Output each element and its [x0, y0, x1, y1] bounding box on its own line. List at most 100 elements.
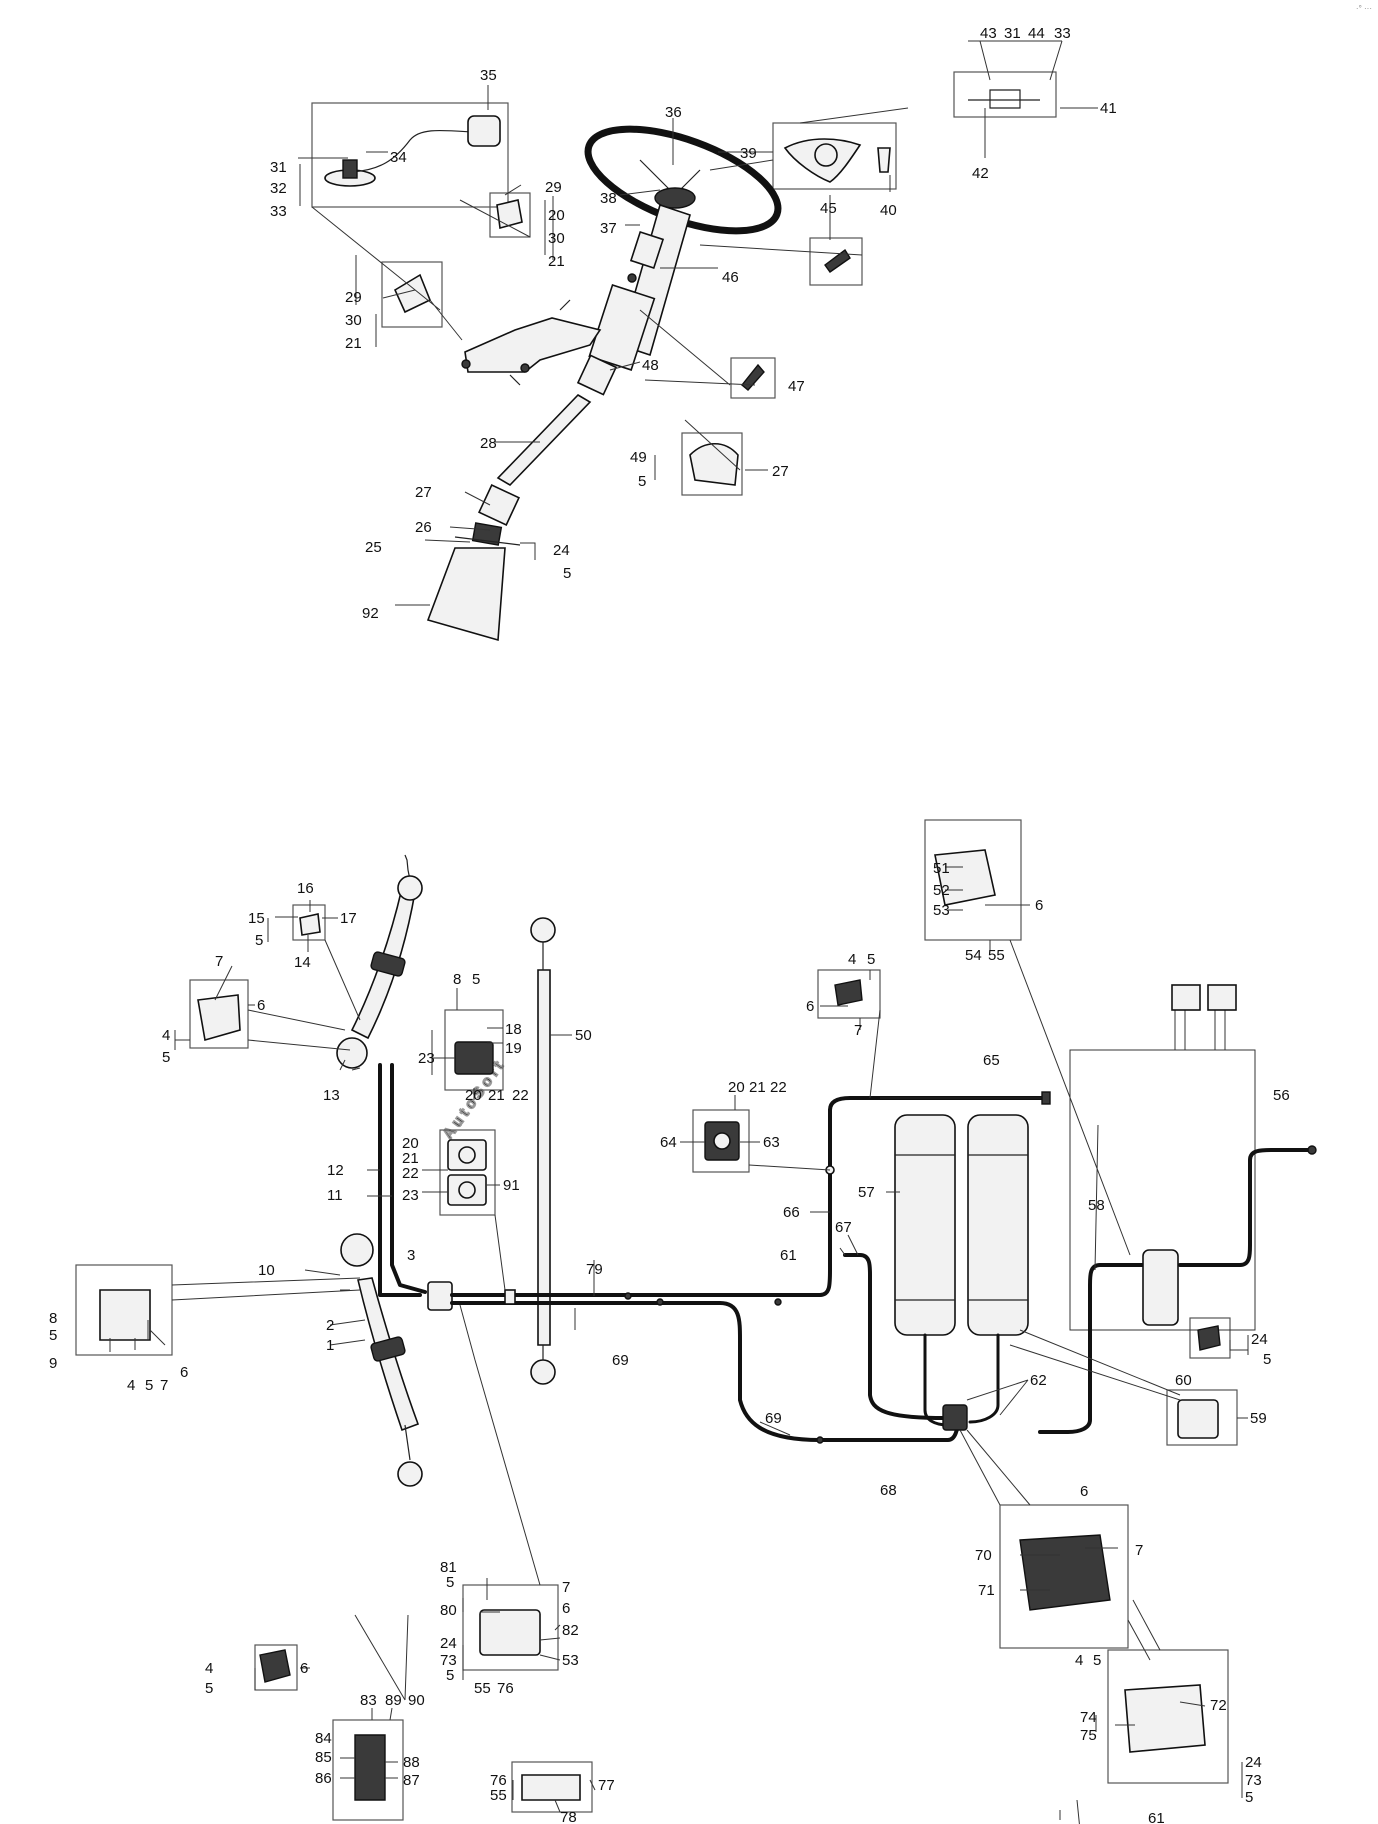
label: 1 — [326, 1337, 334, 1354]
detail-box-6-mid — [817, 969, 881, 1019]
detail-box-83 — [332, 1719, 404, 1821]
label: 7 — [562, 1579, 570, 1596]
label: 3 — [407, 1247, 415, 1264]
label: 37 — [600, 220, 617, 237]
corner-mark: ·° ··· — [1355, 4, 1372, 13]
label: 52 — [933, 882, 950, 899]
label: 4 — [127, 1377, 135, 1394]
label: 77 — [598, 1777, 615, 1794]
filter-housing — [1142, 1249, 1179, 1326]
tank-cap-right — [1207, 984, 1237, 1011]
cylinder-end-lower — [340, 1233, 374, 1267]
lever-knob — [467, 115, 501, 147]
label: 84 — [315, 1730, 332, 1747]
label: 34 — [390, 149, 407, 166]
label: 70 — [975, 1547, 992, 1564]
label: 5 — [563, 565, 571, 582]
label: 61 — [780, 1247, 797, 1264]
detail-box-8-left — [75, 1264, 173, 1356]
label: 69 — [612, 1352, 629, 1369]
detail-box-49 — [681, 432, 743, 496]
label: 65 — [983, 1052, 1000, 1069]
label: 55 — [474, 1680, 491, 1697]
label: 4 — [848, 951, 856, 968]
label: 33 — [1054, 25, 1071, 42]
fitting-24-right — [1197, 1325, 1221, 1351]
pipe-79-joint — [504, 1289, 516, 1305]
label: 61 — [1148, 1810, 1165, 1824]
label: 15 — [248, 910, 265, 927]
label: 5 — [472, 971, 480, 988]
label: 53 — [562, 1652, 579, 1669]
label: 79 — [586, 1261, 603, 1278]
intermediate-shaft — [496, 393, 592, 487]
bracket-lever — [509, 299, 571, 386]
label: 64 — [660, 1134, 677, 1151]
detail-box-41 — [953, 71, 1057, 118]
label: 21 — [402, 1150, 419, 1167]
label: 41 — [1100, 100, 1117, 117]
label: 8 — [49, 1310, 57, 1327]
label: 20 — [402, 1135, 419, 1152]
label: 73 — [440, 1652, 457, 1669]
label: 78 — [560, 1809, 577, 1824]
bracket-brace-upper — [299, 164, 656, 480]
joint-cover-49 — [689, 442, 739, 486]
label: 13 — [323, 1087, 340, 1104]
label: 5 — [638, 473, 646, 490]
horn-contact — [968, 89, 1040, 109]
label: 24 — [1251, 1331, 1268, 1348]
label: 80 — [440, 1602, 457, 1619]
valve-block — [942, 1404, 968, 1431]
label: 33 — [270, 203, 287, 220]
label: 21 — [749, 1079, 766, 1096]
flange-plate — [454, 536, 521, 546]
pipe-clip-4 — [816, 1436, 824, 1444]
label: 91 — [503, 1177, 520, 1194]
pipe-69 — [450, 1301, 960, 1442]
cylinder-rod-lower — [404, 1424, 411, 1461]
label: 90 — [408, 1692, 425, 1709]
label: 40 — [880, 202, 897, 219]
label: 69 — [765, 1410, 782, 1427]
universal-joint-lower — [478, 484, 520, 526]
label: 24 — [1245, 1754, 1262, 1771]
lever-arm — [351, 129, 473, 173]
block-81 — [479, 1609, 541, 1656]
label: 6 — [1080, 1483, 1088, 1500]
label: 21 — [548, 253, 565, 270]
valve-body-77 — [521, 1774, 581, 1801]
label: 36 — [665, 104, 682, 121]
detail-box-16 — [292, 904, 326, 941]
upper-labels: 43 31 44 33 35 36 41 39 40 42 31 32 33 3… — [270, 25, 1117, 622]
lower-leader-lines — [109, 866, 1248, 1813]
label: 20 — [728, 1079, 745, 1096]
fitting-16 — [299, 913, 321, 936]
label: 21 — [345, 335, 362, 352]
label: 76 — [497, 1680, 514, 1697]
label: 5 — [1245, 1789, 1253, 1806]
cartridge-60 — [1177, 1399, 1219, 1439]
pipe-56-end — [1307, 1145, 1317, 1155]
bracket-bolt-2 — [520, 363, 530, 373]
label: 28 — [480, 435, 497, 452]
lever-clip — [342, 159, 358, 179]
label: 85 — [315, 1749, 332, 1766]
fitting-6-mid — [834, 979, 863, 1006]
block-91-b-port — [458, 1181, 476, 1199]
label: 75 — [1080, 1727, 1097, 1744]
label: 50 — [575, 1027, 592, 1044]
pipe-clip-2 — [656, 1298, 664, 1306]
steering-hub — [654, 187, 696, 209]
label: 7 — [1135, 1542, 1143, 1559]
label: 20 — [548, 207, 565, 224]
label: 62 — [1030, 1372, 1047, 1389]
valve-assembly-72 — [1124, 1684, 1206, 1753]
valve-body-8 — [99, 1289, 151, 1341]
label: 5 — [49, 1327, 57, 1344]
column-lower-housing — [588, 284, 656, 371]
label: 58 — [1088, 1197, 1105, 1214]
bracket-brace-lower — [147, 918, 1249, 1824]
label: 43 — [980, 25, 997, 42]
